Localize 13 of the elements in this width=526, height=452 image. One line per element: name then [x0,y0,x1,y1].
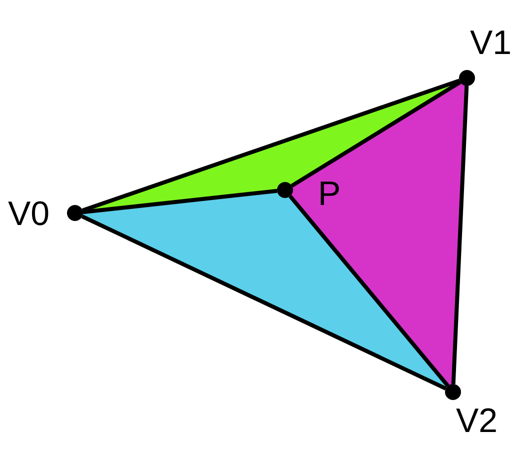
vertex-dot [445,384,461,400]
point-label: V2 [456,404,498,438]
point-label: V1 [470,26,512,60]
line-segment [290,80,462,188]
vertex-dot [67,205,83,221]
line-segment [288,194,450,388]
vertex-dot [459,70,475,86]
line-segment [451,86,469,384]
point-label: V0 [8,197,50,231]
line-segment [82,78,460,212]
line-segment [82,188,278,214]
point-label: P [318,177,341,211]
line-segment [81,214,447,390]
